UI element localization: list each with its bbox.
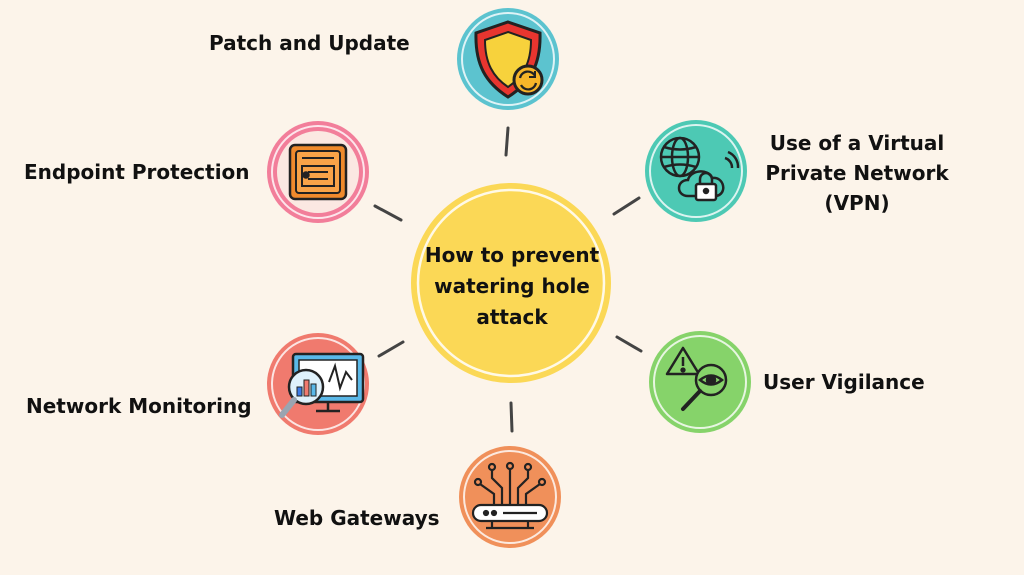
center-circle-outline <box>416 188 606 378</box>
node-web-gateways <box>459 446 561 548</box>
shield-refresh-icon <box>474 20 544 99</box>
connector-patch <box>504 126 510 157</box>
node-vpn <box>645 120 747 222</box>
connector-monitoring <box>377 340 405 358</box>
node-patch-and-update <box>457 8 559 110</box>
connectors <box>373 126 643 433</box>
connector-vigilance <box>615 335 643 353</box>
globe-cloud-lock-icon <box>659 136 740 202</box>
node-circle-outline <box>271 125 365 219</box>
label-user-vigilance: User Vigilance <box>763 370 925 394</box>
label-patch-and-update: Patch and Update <box>209 31 410 55</box>
node-circle-outline <box>649 124 743 218</box>
center-node <box>411 183 611 383</box>
node-endpoint-protection <box>267 121 369 223</box>
node-circle-outline <box>463 450 557 544</box>
node-circle-outline <box>461 12 555 106</box>
node-network-monitoring <box>267 333 369 435</box>
label-network-monitoring: Network Monitoring <box>26 394 252 418</box>
router-circuit-icon <box>471 461 549 530</box>
connector-endpoint <box>373 204 403 222</box>
server-panel-icon <box>288 143 348 201</box>
node-circle-outline <box>653 335 747 429</box>
center-circle <box>411 183 611 383</box>
connector-gateways <box>509 401 514 433</box>
monitor-chart-magnifier-icon <box>279 352 365 418</box>
warning-magnifier-eye-icon <box>665 346 728 411</box>
connector-vpn <box>612 196 641 216</box>
center-title: How to prevent watering hole attack <box>424 243 600 329</box>
label-vpn: Use of a Virtual Private Network (VPN) <box>765 131 949 215</box>
label-endpoint-protection: Endpoint Protection <box>24 160 250 184</box>
label-web-gateways: Web Gateways <box>274 506 440 530</box>
node-user-vigilance <box>649 331 751 433</box>
